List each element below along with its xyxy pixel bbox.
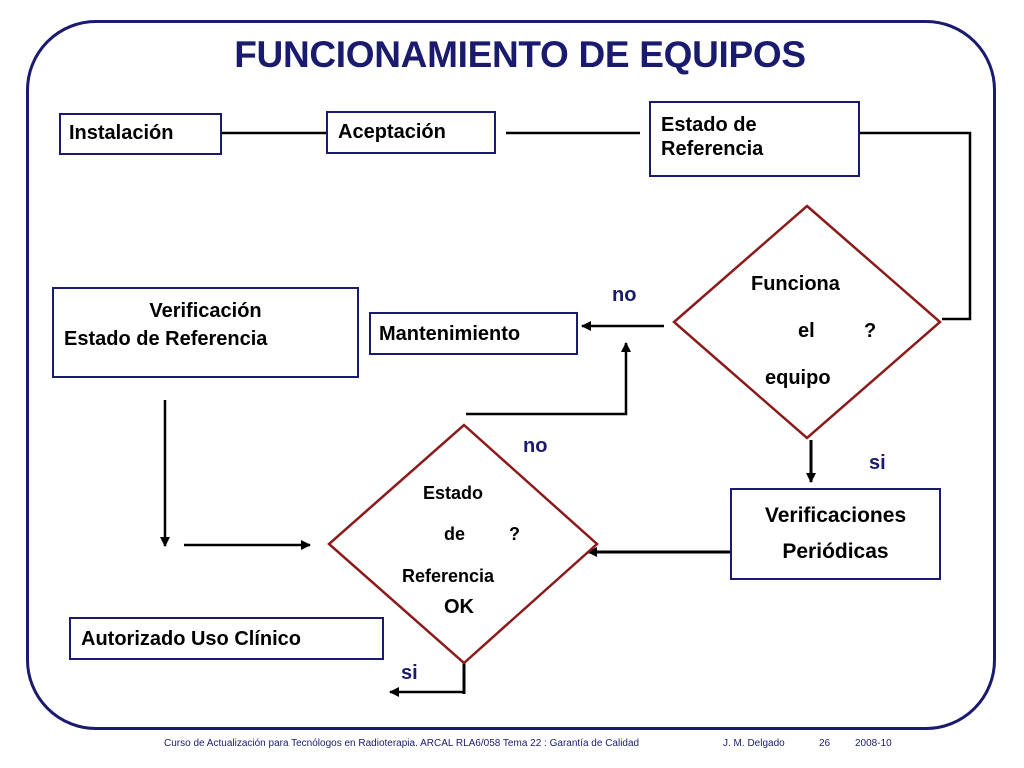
decision-funciona-line1: Funciona [751,273,840,295]
node-verificaciones-line2: Periódicas [782,540,889,563]
node-verificacion-line1: Verificación [149,300,262,322]
footer: Curso de Actualización para Tecnólogos e… [0,738,1024,754]
decision-funciona-diamond [672,204,942,440]
footer-date: 2008-10 [855,738,892,749]
decision-funciona-question: ? [864,320,877,342]
node-estado-referencia-line1: Estado de [661,114,757,136]
line-estado-to-decision [860,131,972,321]
footer-author: J. M. Delgado [723,738,785,749]
node-verificaciones-periodicas: Verificaciones Periódicas [730,488,941,580]
decision-funciona-line3: equipo [765,367,831,389]
node-autorizado-uso-clinico: Autorizado Uso Clínico [69,617,384,660]
node-estado-referencia: Estado de Referencia [649,101,860,177]
edge-label-si-estado: si [401,662,418,684]
node-autorizado-label: Autorizado Uso Clínico [81,628,301,650]
node-verificacion-estado: Verificación Estado de Referencia [52,287,359,378]
edge-label-si-funciona: si [869,452,886,474]
decision-estado-line1: Estado [423,483,484,503]
node-aceptacion-label: Aceptación [338,121,446,143]
footer-course: Curso de Actualización para Tecnólogos e… [164,738,640,749]
node-mantenimiento-label: Mantenimiento [379,323,521,345]
page-title: FUNCIONAMIENTO DE EQUIPOS [234,34,806,75]
node-estado-referencia-line2: Referencia [661,138,764,160]
node-verificacion-line2: Estado de Referencia [64,328,268,350]
edge-label-no-funciona: no [612,284,637,306]
node-verificaciones-line1: Verificaciones [764,504,907,527]
decision-estado-line2: de [444,524,466,544]
rounded-frame [26,20,996,730]
edge-label-no-estado: no [523,435,548,457]
decision-funciona-line2: el [798,320,815,342]
decision-estado-diamond [327,423,599,665]
footer-page-number: 26 [819,738,831,749]
node-instalacion-label: Instalación [69,122,174,144]
decision-estado-line3: Referencia [402,566,495,586]
decision-estado-question: ? [509,524,520,544]
node-aceptacion: Aceptación [326,111,496,154]
arrow-no-to-mantenimiento-2 [466,342,631,416]
decision-estado-line4: OK [444,596,474,618]
node-instalacion: Instalación [59,113,222,155]
node-mantenimiento: Mantenimiento [369,312,578,355]
